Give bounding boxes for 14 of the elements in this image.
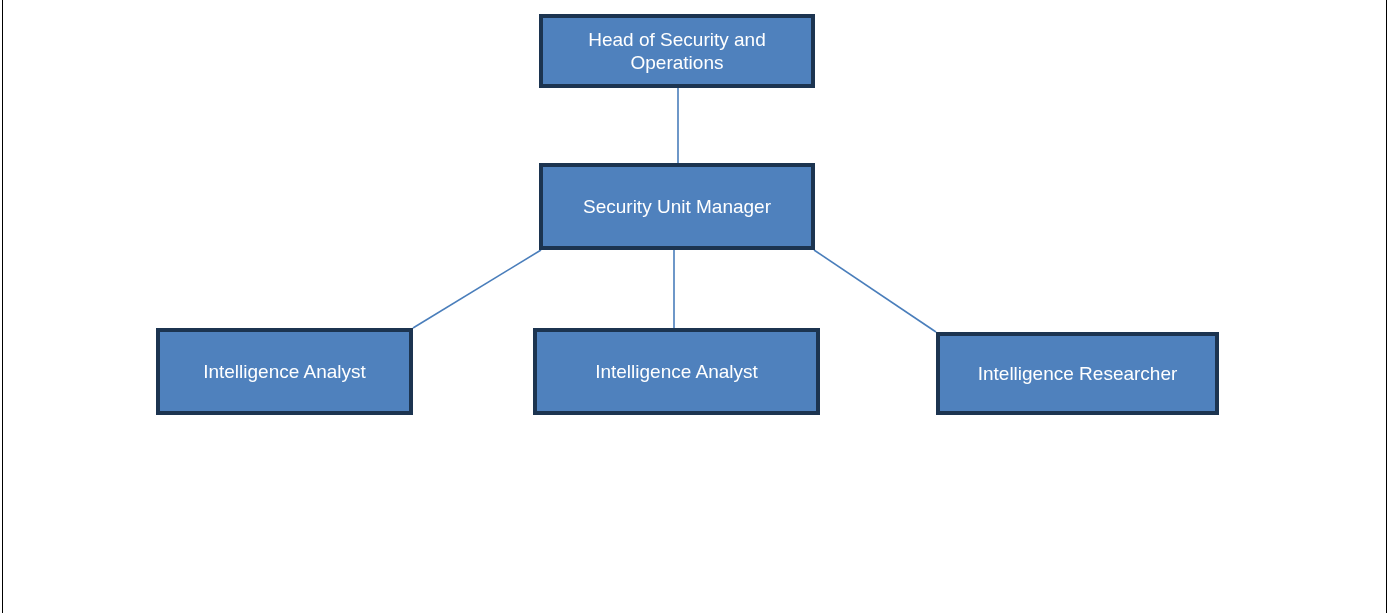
connector-line <box>677 87 679 164</box>
role-box <box>936 332 1219 415</box>
connector-line <box>813 249 937 333</box>
role-title: Intelligence Analyst <box>594 360 759 383</box>
role-title: Intelligence Analyst <box>202 360 367 383</box>
role-box <box>156 328 413 415</box>
role-box <box>539 14 815 88</box>
connector-line <box>412 249 542 329</box>
role-title: Intelligence Researcher <box>976 362 1179 385</box>
role-box <box>539 163 815 250</box>
role-title: Head of Security and Operations <box>587 28 767 74</box>
connector-line <box>673 249 675 329</box>
role-box <box>533 328 820 415</box>
role-title: Security Unit Manager <box>582 195 772 218</box>
